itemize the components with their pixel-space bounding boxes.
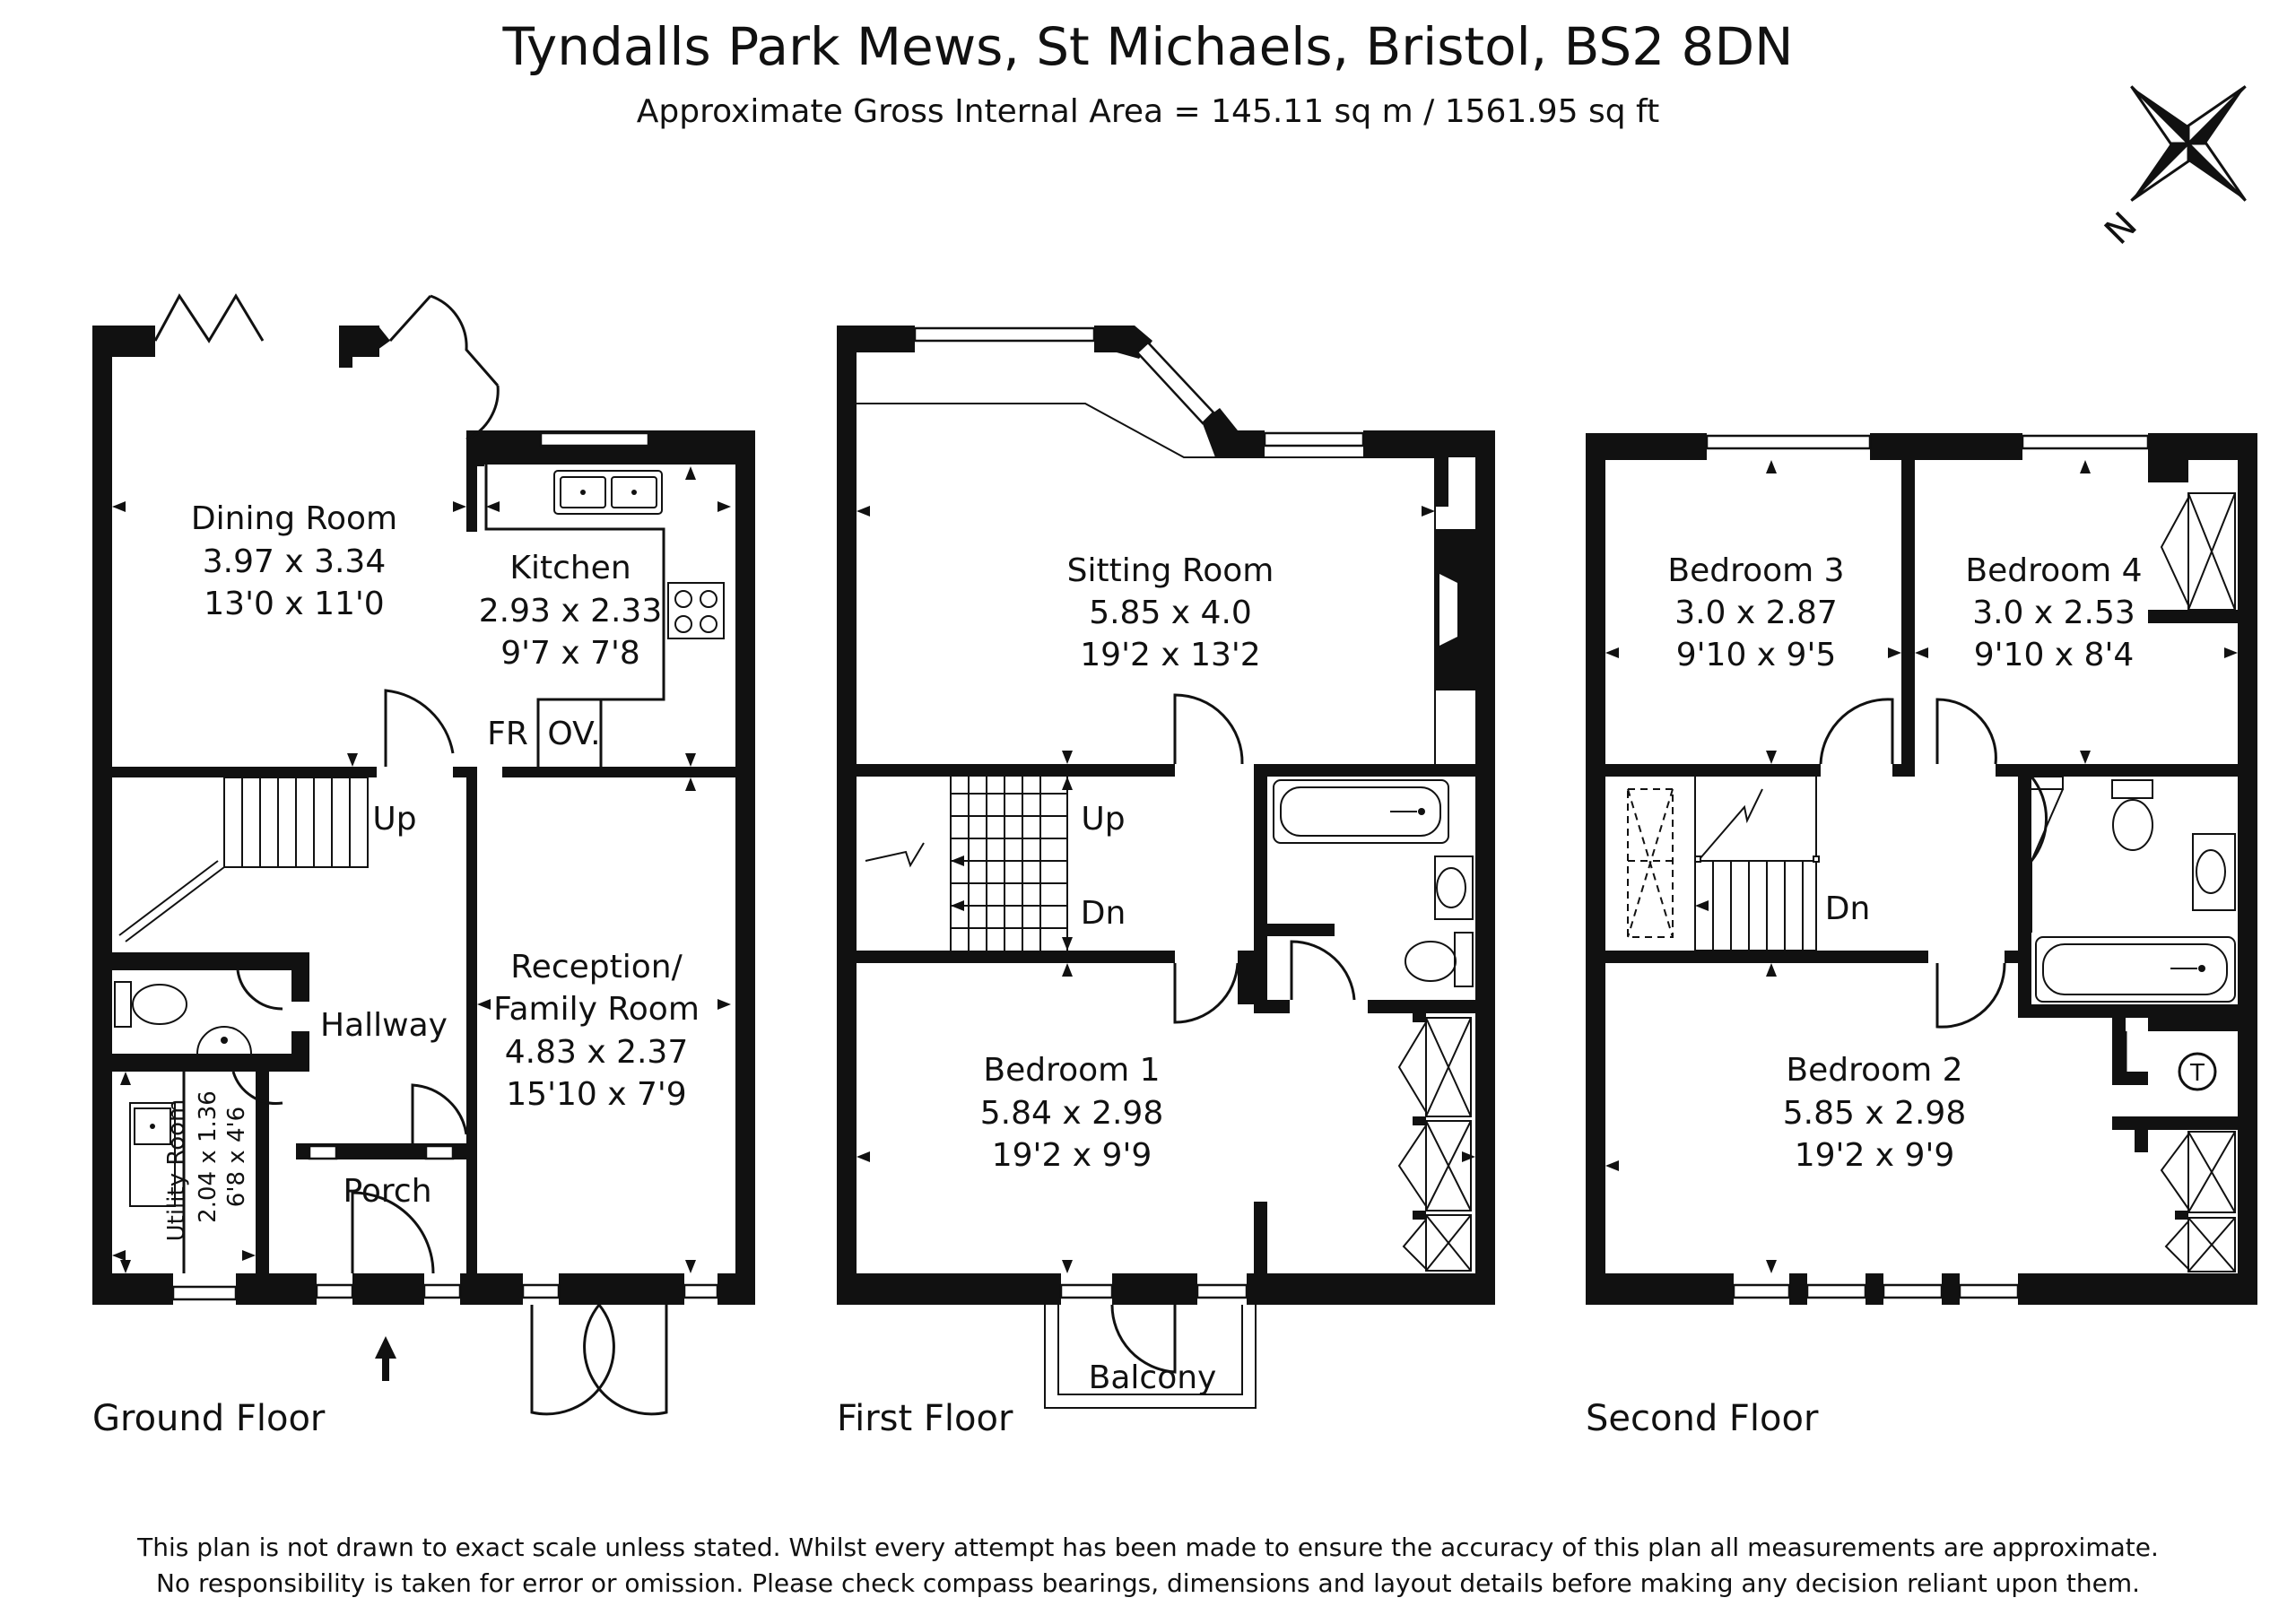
utility-sink-icon	[129, 1102, 176, 1207]
dining-room-metric: 3.97 x 3.34	[203, 543, 387, 580]
bedroom2-name: Bedroom 2	[1786, 1052, 1962, 1089]
reception-name-line2: Family Room	[493, 991, 700, 1028]
compass-north-label: N	[2097, 204, 2145, 253]
sitting-room-imperial: 19'2 x 13'2	[1080, 637, 1260, 673]
bedroom1-name: Bedroom 1	[983, 1052, 1160, 1089]
hob-icon	[667, 582, 725, 639]
ground-floor-plan: Dining Room 3.97 x 3.34 13'0 x 11'0 Kitc…	[92, 293, 755, 1439]
tank-label: T	[2189, 1060, 2205, 1087]
disclaimer-line1: This plan is not drawn to exact scale un…	[136, 1533, 2159, 1562]
bedroom1-imperial: 19'2 x 9'9	[992, 1137, 1152, 1174]
staircase-second	[1694, 777, 1820, 951]
bedroom4-name: Bedroom 4	[1965, 552, 2142, 589]
kitchen-metric: 2.93 x 2.33	[479, 593, 663, 630]
ground-floor-label: Ground Floor	[92, 1398, 326, 1439]
basin-second-icon	[2192, 833, 2236, 911]
kitchen-sink-icon	[553, 470, 663, 515]
second-stairs-down-label: Dn	[1825, 890, 1871, 927]
compass-rose-icon	[2130, 85, 2247, 202]
plan-title: Tyndalls Park Mews, St Michaels, Bristol…	[501, 16, 1793, 77]
reception-name-line1: Reception/	[510, 949, 683, 986]
wardrobes-first	[1397, 1013, 1472, 1272]
dining-room-name: Dining Room	[191, 500, 397, 537]
ground-stairs-up-label: Up	[372, 801, 416, 838]
landing-cupboard	[1627, 777, 1696, 951]
sitting-room-name: Sitting Room	[1067, 552, 1274, 589]
wc-icon	[114, 981, 187, 1028]
disclaimer-line2: No responsibility is taken for error or …	[156, 1568, 2140, 1598]
first-stairs-up-label: Up	[1081, 801, 1125, 838]
second-floor-label: Second Floor	[1586, 1398, 1819, 1439]
second-floor-plan: T	[1586, 433, 2257, 1439]
reception-imperial: 15'10 x 7'9	[506, 1076, 686, 1113]
bedroom3-metric: 3.0 x 2.87	[1674, 595, 1838, 631]
dining-room-imperial: 13'0 x 11'0	[204, 586, 384, 622]
porch-name: Porch	[343, 1173, 431, 1210]
balcony-name: Balcony	[1089, 1359, 1217, 1396]
staircase-first	[865, 777, 1068, 951]
hallway-name: Hallway	[320, 1007, 448, 1044]
wardrobe-bedroom4	[2148, 460, 2238, 623]
bath-icon	[1273, 779, 1449, 844]
wc-first-icon	[1405, 932, 1474, 987]
entrance-arrow-icon	[375, 1336, 396, 1381]
plan-area-subtitle: Approximate Gross Internal Area = 145.11…	[637, 93, 1659, 130]
wc-second-icon	[2111, 779, 2153, 851]
bedroom3-name: Bedroom 3	[1667, 552, 1844, 589]
bedroom2-metric: 5.85 x 2.98	[1783, 1095, 1967, 1132]
bedroom4-imperial: 9'10 x 8'4	[1974, 637, 2135, 673]
bedroom2-imperial: 19'2 x 9'9	[1795, 1137, 1955, 1174]
basin-icon	[196, 1026, 252, 1055]
utility-room-name: Utility Room	[163, 1099, 190, 1242]
kitchen-imperial: 9'7 x 7'8	[500, 635, 640, 672]
reception-metric: 4.83 x 2.37	[505, 1034, 689, 1071]
tank-cupboard: T	[2148, 1018, 2238, 1091]
wardrobes-second	[2135, 1116, 2238, 1272]
first-floor-plan: Sitting Room 5.85 x 4.0 19'2 x 13'2 Up D…	[837, 326, 1495, 1439]
fridge-label: FR	[487, 716, 528, 752]
balcony-outline	[1044, 1304, 1257, 1409]
first-floor-label: First Floor	[837, 1398, 1013, 1439]
utility-room-metric: 2.04 x 1.36	[195, 1090, 222, 1223]
bedroom4-metric: 3.0 x 2.53	[1972, 595, 2135, 631]
kitchen-name: Kitchen	[509, 550, 631, 586]
first-stairs-down-label: Dn	[1081, 895, 1126, 932]
bedroom3-imperial: 9'10 x 9'5	[1676, 637, 1837, 673]
basin-first-icon	[1434, 855, 1474, 920]
bath-second-icon	[2035, 936, 2236, 1003]
bedroom1-metric: 5.84 x 2.98	[980, 1095, 1164, 1132]
utility-room-imperial: 6'8 x 4'6	[223, 1107, 250, 1207]
staircase-ground	[118, 777, 369, 942]
oven-label: OV.	[547, 716, 600, 752]
sitting-room-metric: 5.85 x 4.0	[1089, 595, 1252, 631]
